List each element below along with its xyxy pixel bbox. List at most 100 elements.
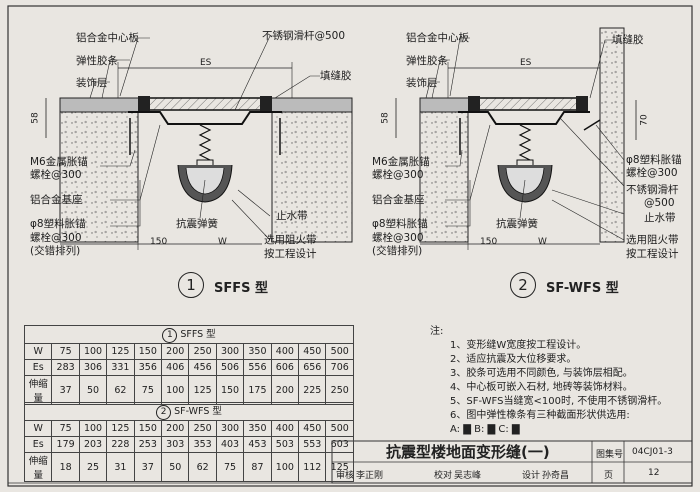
d1-filler-label: 填缝胶 (320, 70, 352, 82)
table-cell: 300 (215, 343, 245, 360)
table-cell: 62 (188, 452, 217, 482)
table-cell: 456 (188, 359, 217, 376)
notes-head: 注: (430, 326, 444, 337)
table-cell: 353 (188, 436, 217, 453)
d1-base-label: 铝合金基座 (30, 194, 83, 206)
table-cell: 125 (106, 420, 135, 437)
d2-spring-label: 抗震弹簧 (496, 218, 538, 230)
table-cell: 503 (270, 436, 300, 453)
table-sfwfs-title-text: SF-WFS 型 (174, 406, 222, 417)
d2-r-anchor-label: φ8塑料胀锚 (626, 154, 682, 166)
table-cell: 303 (161, 436, 190, 453)
table-sffs-title: 1 SFFS 型 (24, 325, 354, 344)
table-cell: 50 (161, 452, 190, 482)
table-cell: 75 (51, 420, 80, 437)
d2-filler-label: 填缝胶 (612, 34, 644, 46)
table-cell: 62 (106, 375, 135, 405)
table-cell: 500 (325, 343, 354, 360)
row-header: 伸缩量 (23, 375, 53, 405)
table-cell: 250 (188, 420, 217, 437)
d2-dim-70-label: 70 (639, 114, 650, 126)
table-cell: 450 (298, 420, 327, 437)
diagram-2-drawing (395, 27, 637, 250)
d2-fireband2-label: 按工程设计 (626, 248, 679, 260)
table-cell: 125 (325, 452, 354, 482)
note-item: 6、图中弹性橡条有三种截面形状供选用: (450, 410, 630, 421)
note-item: 1、变形缝W宽度按工程设计。 (450, 340, 587, 351)
d2-center-plate-label: 铝合金中心板 (406, 32, 469, 44)
table-sffs-title-text: SFFS 型 (180, 329, 216, 340)
page-label: 页 (604, 471, 614, 481)
drawing-title: 抗震型楼地面变形缝(一) (386, 443, 550, 461)
table-cell: 606 (270, 359, 300, 376)
table-cell: 228 (106, 436, 135, 453)
d1-elastic-strip-label: 弹性胶条 (76, 55, 118, 67)
note-item: 4、中心板可嵌入石材, 地砖等装饰材料。 (450, 382, 633, 393)
table-cell: 506 (215, 359, 245, 376)
row-header: 伸缩量 (23, 452, 53, 482)
table-cell: 250 (188, 343, 217, 360)
table-cell: 200 (161, 420, 190, 437)
table-cell: 450 (298, 343, 327, 360)
page-number: 12 (648, 468, 660, 478)
d2-anchor2b-label: 螺栓@300 (372, 232, 424, 244)
table-cell: 150 (133, 420, 163, 437)
d1-number-circle: 1 (178, 272, 204, 298)
d1-anchor1b-label: 螺栓@300 (30, 169, 82, 181)
note-item: 3、胶条可选用不同颜色, 与装饰层相配。 (450, 368, 633, 379)
row-header: Es (23, 436, 53, 453)
d1-fireband-label: 选用阻火带 (264, 234, 317, 246)
d2-base-label: 铝合金基座 (372, 194, 425, 206)
table-cell: 406 (161, 359, 190, 376)
d1-dim-150-label: 150 (150, 237, 168, 247)
d1-anchor2b-label: 螺栓@300 (30, 232, 82, 244)
d1-spring-label: 抗震弹簧 (176, 218, 218, 230)
table-cell: 37 (51, 375, 80, 405)
table-cell: 400 (270, 343, 300, 360)
row-header: Es (23, 359, 53, 376)
d2-finish-layer-label: 装饰层 (406, 77, 438, 89)
table-cell: 403 (215, 436, 245, 453)
checker-name: 吴志峰 (454, 471, 482, 481)
d2-r-rod2-label: @500 (644, 197, 675, 209)
d1-fireband2-label: 按工程设计 (264, 248, 317, 260)
d1-w-label: W (218, 237, 227, 247)
table-cell: 31 (106, 452, 135, 482)
table-cell: 18 (51, 452, 80, 482)
d2-anchor1-label: M6金属胀锚 (372, 156, 430, 168)
table-cell: 400 (270, 420, 300, 437)
table-cell: 225 (298, 375, 327, 405)
table-cell: 656 (298, 359, 327, 376)
table-cell: 100 (270, 452, 300, 482)
notes-block: 注: 1、变形缝W宽度按工程设计。2、适应抗震及大位移要求。3、胶条可选用不同颜… (430, 325, 667, 437)
d2-waterstop-label: 止水带 (644, 212, 676, 224)
table-cell: 553 (298, 436, 327, 453)
d2-dim-150-label: 150 (480, 237, 498, 247)
atlas-label: 图集号 (596, 450, 624, 460)
d2-anchor1b-label: 螺栓@300 (372, 169, 424, 181)
table-cell: 603 (325, 436, 354, 453)
row-header: W (23, 343, 53, 360)
table-cell: 200 (161, 343, 190, 360)
d1-anchor2c-label: (交错排列) (30, 245, 81, 257)
d1-dim-58-label: 58 (30, 112, 41, 124)
notes-legend: A: ▇ B: ▇ C: ▇ (450, 424, 520, 435)
diagram-1-drawing (45, 35, 353, 250)
table-cell: 100 (78, 420, 108, 437)
table-cell: 179 (51, 436, 80, 453)
table-cell: 500 (325, 420, 354, 437)
d2-caption: SF-WFS 型 (546, 281, 619, 296)
table-cell: 300 (215, 420, 245, 437)
d2-es-label: ES (520, 58, 532, 68)
d1-caption: SFFS 型 (214, 281, 269, 296)
d2-anchor2-label: φ8塑料胀锚 (372, 218, 428, 230)
reviewer-name: 李正刚 (356, 471, 384, 481)
